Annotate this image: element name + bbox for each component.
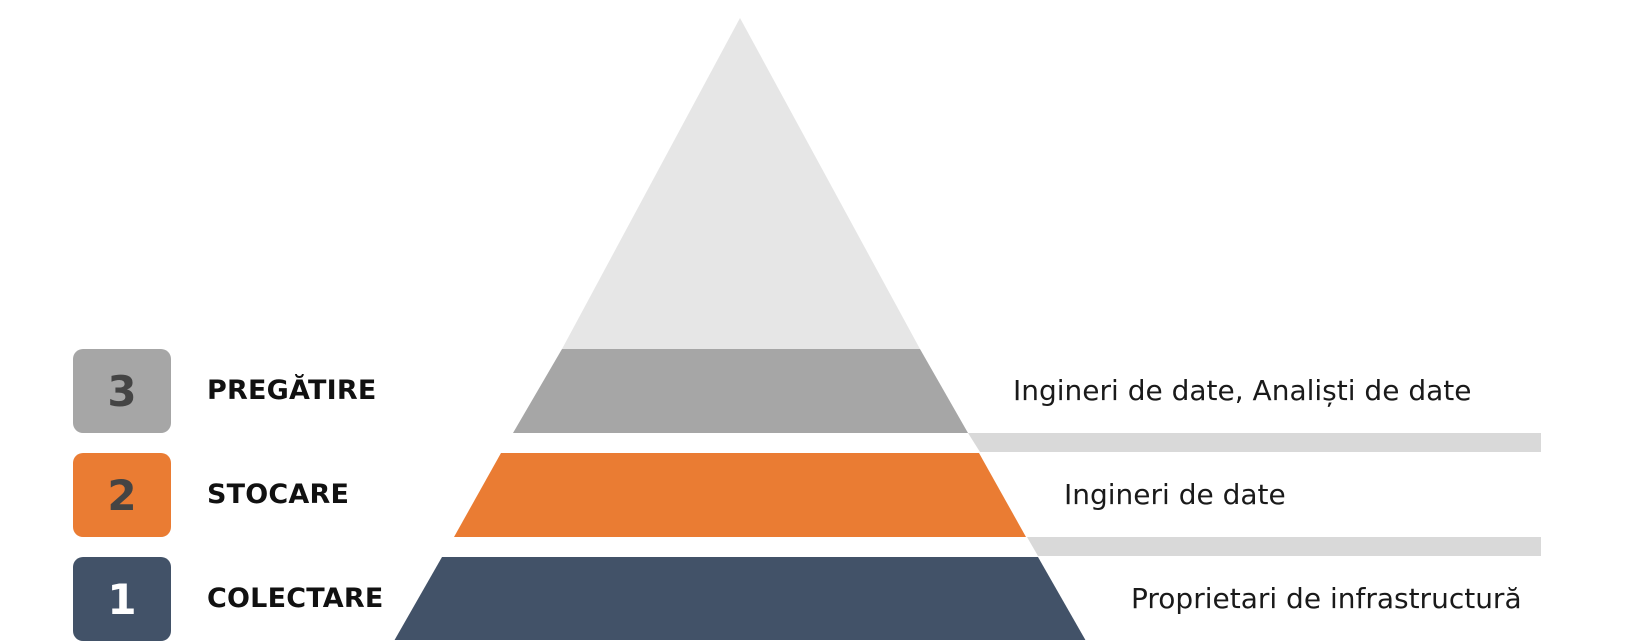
separator-bar-upper: [968, 433, 1541, 452]
level-row-3: 3 PREGĂTIRE Ingineri de date, Analiști d…: [0, 349, 1626, 433]
level-2-number: 2: [107, 470, 137, 520]
pyramid-tier-3: [513, 349, 968, 433]
separator-bar-lower: [1027, 537, 1541, 556]
level-3-badge: 3: [73, 349, 171, 433]
level-3-name: PREGĂTIRE: [207, 375, 377, 406]
level-2-roles: Ingineri de date: [1064, 478, 1286, 511]
level-row-2: 2 STOCARE Ingineri de date: [0, 453, 1626, 537]
level-1-roles: Proprietari de infrastructură: [1131, 582, 1522, 615]
pyramid-tier-2: [454, 453, 1026, 537]
level-1-number: 1: [107, 574, 137, 624]
pyramid-apex: [562, 18, 920, 349]
level-row-1: 1 COLECTARE Proprietari de infrastructur…: [0, 557, 1626, 641]
level-3-roles: Ingineri de date, Analiști de date: [1013, 374, 1472, 407]
level-1-badge: 1: [73, 557, 171, 641]
pyramid-tier-1: [394, 557, 1086, 640]
level-2-badge: 2: [73, 453, 171, 537]
level-1-name: COLECTARE: [207, 583, 384, 614]
level-2-name: STOCARE: [207, 479, 350, 510]
level-3-number: 3: [107, 366, 137, 416]
